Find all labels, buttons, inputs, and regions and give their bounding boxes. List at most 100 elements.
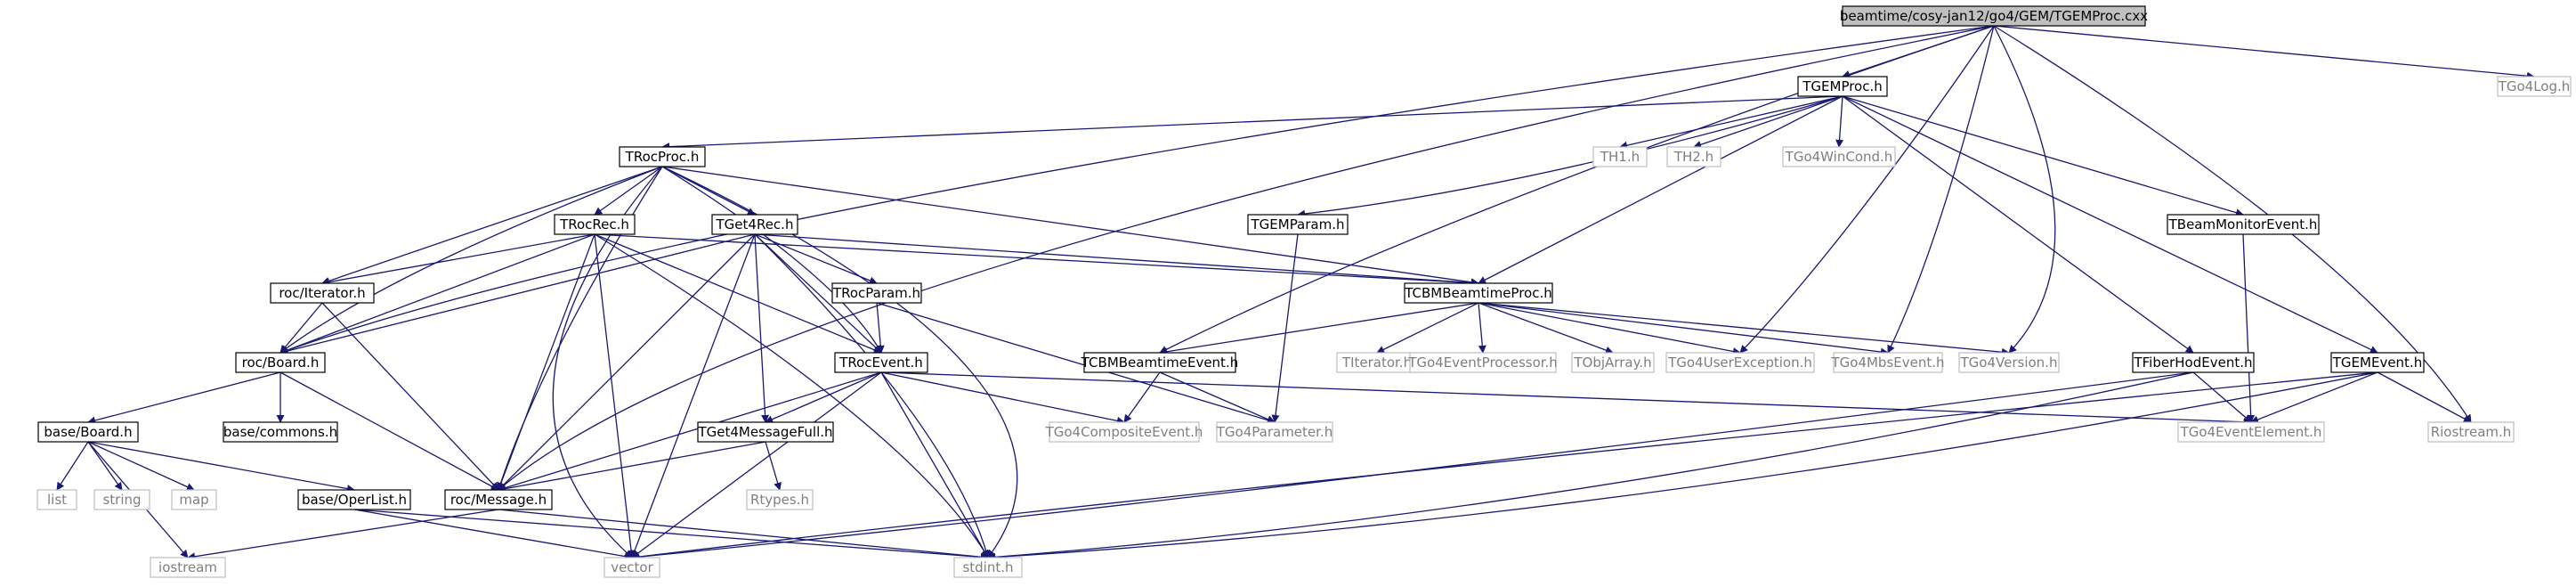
node-label: TH1.h [1600,149,1640,165]
edge-tgemproc_h-to-tbeammonitorevent_h [1842,95,2244,217]
edge-base_operlist_h-to-stdint_h [353,509,989,561]
edge-troc_event_h-to-tgo4eventelement_h [880,371,2252,427]
node-trocparam-h[interactable]: TRocParam.h [831,282,922,304]
edge-root-to-roc_board_h [279,25,1995,355]
node-tgemparam-h[interactable]: TGEMParam.h [1247,214,1349,235]
edge-roc_iterator_h-to-roc_board_h [279,302,323,354]
edge-tgemevent_h-to-vector [631,371,2378,561]
node-tgemproc-h[interactable]: TGEMProc.h [1797,76,1888,97]
edge-tgemproc_h-to-tgemparam_h [1297,95,1843,218]
node-tbeammonitorevent-h[interactable]: TBeamMonitorEvent.h [2167,214,2320,235]
node-th2-h: TH2.h [1666,146,1721,167]
node-tgo4parameter-h: TGo4Parameter.h [1216,421,1333,443]
edge-tcbmbeamtimeproc_h-to-tgo4userexception_h [1478,302,1741,355]
node-box [270,282,375,304]
edge-tcbmbeamtimeproc_h-to-tgo4mbsevent_h [1478,302,1889,356]
dependency-edges [56,25,2535,561]
node-label: TIterator.h [1341,355,1412,371]
node-tgo4version-h: TGo4Version.h [1958,352,2060,373]
node-box [297,489,411,510]
node-label: TGo4Log.h [2498,78,2571,94]
node-label: roc/Board.h [242,355,320,371]
node-box [697,421,834,443]
node-trocproc-h[interactable]: TRocProc.h [619,146,706,167]
edge-root-to-tgo4version_h [1993,25,2056,354]
node-box [834,352,928,373]
edge-tgemproc_h-to-th1_h [1619,95,1843,150]
node-box [1571,352,1655,373]
edge-trocparam_h-to-troc_event_h [876,302,885,354]
edge-tfiberhodevent_h-to-tgo4eventelement_h [2192,371,2252,423]
node-rtypes-h: Rtypes.h [746,489,814,510]
node-tget4messagefull-h[interactable]: TGet4MessageFull.h [697,421,834,443]
edge-base_board_h-to-map [87,441,195,491]
node-box [953,557,1023,578]
edge-root-to-roc_message_h [498,25,1995,491]
edge-tgemproc_h-to-tgo4wincond_h [1835,95,1844,148]
node-box [1665,352,1815,373]
node-base-board-h[interactable]: base/Board.h [37,421,139,443]
node-label: TRocEvent.h [838,355,923,371]
edge-tcbmbeamtimeevent_h-to-tgo4parameter_h [1159,371,1276,423]
node-label: iostream [158,559,217,575]
node-box [1592,146,1648,167]
node-troc-event-h[interactable]: TRocEvent.h [834,352,928,373]
edge-root-to-tgo4userexception_h [1739,25,1995,354]
node-label: TObjArray.h [1573,355,1651,371]
node-tcbmbeamtimeevent-h[interactable]: TCBMBeamtimeEvent.h [1081,352,1238,373]
edge-troc_rec_h-to-tcbmbeamtimeproc_h [594,233,1479,288]
node-tgo4mbsevent-h: TGo4MbsEvent.h [1830,352,1945,373]
node-box [1958,352,2060,373]
node-tgemevent-h[interactable]: TGEMEvent.h [2330,352,2425,373]
edge-roc_board_h-to-roc_message_h [279,371,499,491]
node-box [235,352,326,373]
node-box [2497,76,2572,97]
node-box [746,489,814,510]
node-label: map [179,492,208,508]
edge-root-to-tcbmbeamtimeevent_h [1159,25,1995,354]
node-box [1666,146,1721,167]
node-base-operlist-h[interactable]: base/OperList.h [297,489,411,510]
edge-tcbmbeamtimeproc_h-to-tgo4version_h [1478,302,2010,356]
node-label: base/commons.h [223,424,337,440]
node-stdint-h: stdint.h [953,557,1023,578]
node-label: TGo4EventElement.h [2180,424,2322,440]
edge-troc_rec_h-to-roc_iterator_h [321,233,595,286]
node-tgo4compositeevent-h: TGo4CompositeEvent.h [1045,421,1203,443]
edge-tgemevent_h-to-tgo4eventelement_h [2250,371,2378,424]
node-label: TH2.h [1673,149,1713,165]
node-map: map [171,489,217,510]
node-string: string [93,489,150,510]
node-label: base/Board.h [44,424,132,440]
edge-troc_rec_h-to-roc_board_h [279,233,595,355]
node-box [1083,352,1236,373]
edge-trocproc_h-to-troc_rec_h [594,166,663,216]
node-roc-iterator-h[interactable]: roc/Iterator.h [270,282,375,304]
edge-troc_event_h-to-tgo4compositeevent_h [880,371,1125,425]
edge-trocproc_h-to-roc_board_h [279,166,663,354]
node-label: beamtime/cosy-jan12/go4/GEM/TGEMProc.cxx [1840,8,2148,24]
node-label: TRocParam.h [832,285,920,301]
node-root[interactable]: beamtime/cosy-jan12/go4/GEM/TGEMProc.cxx [1840,5,2148,27]
edge-tget4rec_h-to-tcbmbeamtimeproc_h [754,233,1479,287]
node-tfiberhodevent-h[interactable]: TFiberHodEvent.h [2132,352,2255,373]
node-tget4rec-h[interactable]: TGet4Rec.h [711,214,798,235]
edge-tget4rec_h-to-trocparam_h [754,233,878,285]
node-titerator-h: TIterator.h [1336,352,1418,373]
edge-tgemproc_h-to-th2_h [1693,95,1843,149]
node-label: base/OperList.h [302,492,407,508]
node-roc-board-h[interactable]: roc/Board.h [235,352,326,373]
node-tcbmbeamtimeproc-h[interactable]: TCBMBeamtimeProc.h [1404,282,1553,304]
node-label: TFiberHodEvent.h [2133,355,2252,371]
node-troc-rec-h[interactable]: TRocRec.h [554,214,636,235]
node-base-commons-h[interactable]: base/commons.h [223,421,338,443]
edge-tgemproc_h-to-tgemevent_h [1842,95,2378,354]
node-box [603,557,660,578]
node-label: TGo4Parameter.h [1216,424,1333,440]
node-roc-message-h[interactable]: roc/Message.h [444,489,553,510]
edge-tcbmbeamtimeproc_h-to-tgo4eventprocessor_h [1478,302,1486,354]
node-iostream: iostream [150,557,226,578]
node-box [1797,76,1888,97]
edge-base_board_h-to-list [56,441,89,491]
